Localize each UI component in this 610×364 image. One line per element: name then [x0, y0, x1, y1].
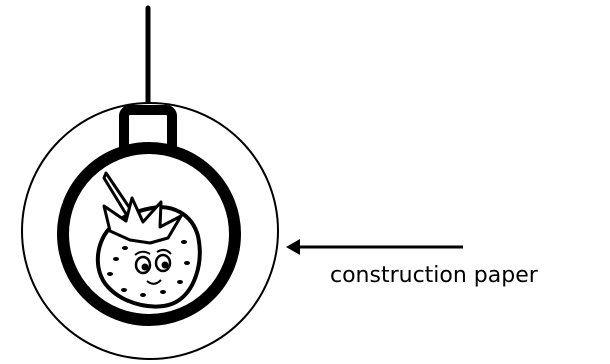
- strawberry-icon: [95, 171, 202, 309]
- construction-paper-label: construction paper: [330, 263, 539, 288]
- arrow-left-icon: [286, 239, 463, 255]
